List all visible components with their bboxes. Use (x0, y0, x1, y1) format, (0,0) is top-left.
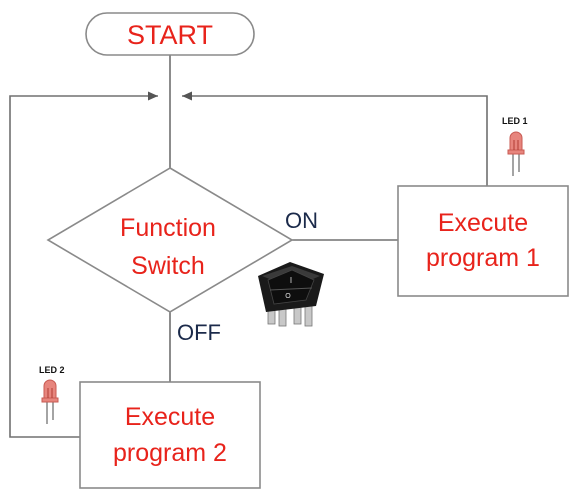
led-2-label: LED 2 (39, 365, 65, 375)
led-icon (41, 379, 59, 424)
process-1-label-line2: program 1 (426, 244, 540, 272)
on-branch-label: ON (285, 208, 318, 233)
start-shape (85, 12, 255, 56)
process-2-label-line2: program 2 (113, 439, 227, 467)
process-program-1: Execute program 1 (397, 185, 569, 297)
decision-node: Function Switch (46, 167, 294, 313)
connector-loop-program1 (182, 95, 488, 186)
off-branch-label: OFF (177, 320, 221, 345)
switch-mark-on: I (290, 276, 292, 285)
arrowhead-right-loop (182, 91, 192, 101)
process-2-label-line1: Execute (125, 403, 215, 431)
process-2-shape (79, 381, 261, 489)
process-1-label-line1: Execute (438, 209, 528, 237)
start-label: START (127, 20, 213, 50)
start-terminator: START (85, 12, 255, 56)
switch-mark-off: O (285, 293, 291, 300)
rocker-switch-icon: I O (258, 262, 324, 327)
led-1-label: LED 1 (502, 116, 528, 126)
decision-label-line2: Switch (131, 252, 205, 280)
process-1-shape (397, 185, 569, 297)
arrowhead-left-loop (148, 91, 158, 101)
connector-loop-program2 (9, 95, 158, 438)
led-icon (507, 131, 525, 176)
led-1: LED 1 (502, 116, 528, 176)
decision-shape (46, 167, 294, 313)
led-2: LED 2 (39, 365, 65, 424)
connector-lines (9, 55, 488, 438)
process-program-2: Execute program 2 (79, 381, 261, 489)
decision-label-line1: Function (120, 214, 216, 242)
